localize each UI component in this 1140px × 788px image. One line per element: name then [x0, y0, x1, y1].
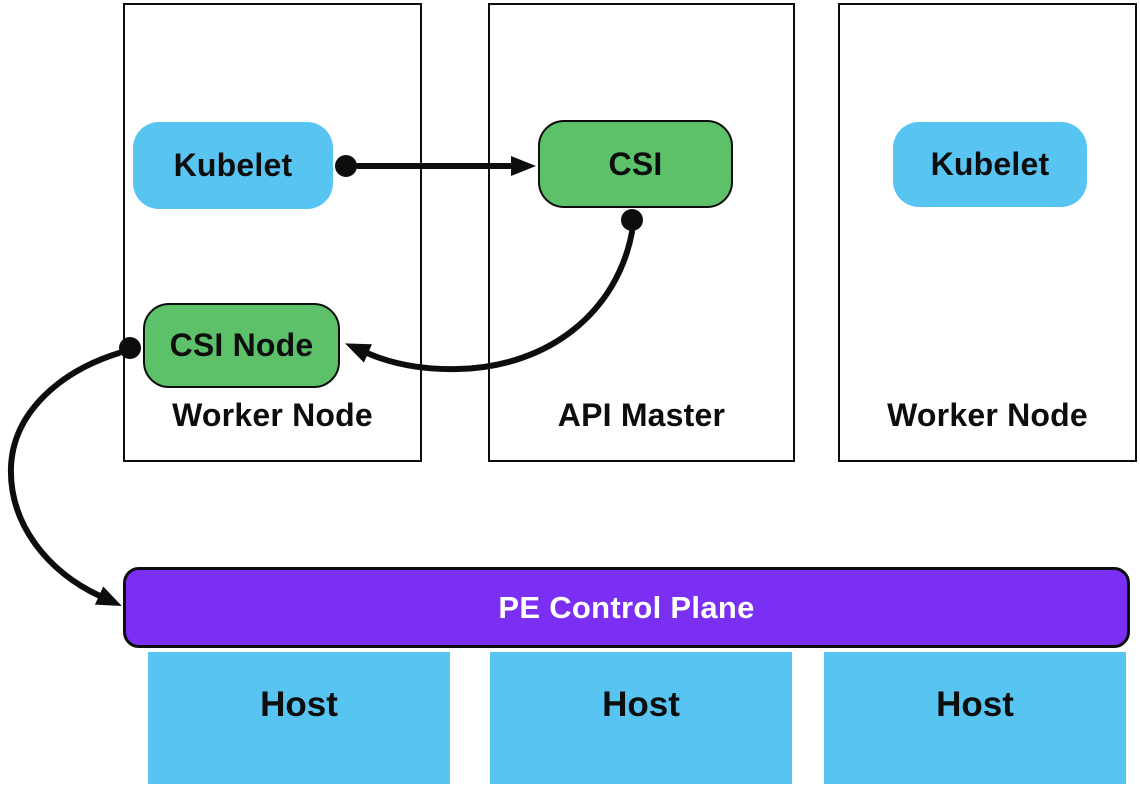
node-pe-control-plane-label: PE Control Plane — [498, 589, 755, 625]
node-kubelet-right-label: Kubelet — [930, 146, 1050, 182]
node-csi: CSI — [538, 120, 733, 208]
container-worker-node-right: Worker Node — [838, 3, 1137, 462]
node-kubelet-left-label: Kubelet — [173, 147, 293, 183]
node-csi-label: CSI — [608, 145, 663, 182]
container-label-api-master: API Master — [557, 397, 726, 433]
container-label-worker-node-left: Worker Node — [172, 397, 373, 433]
node-host-3-label: Host — [936, 685, 1014, 724]
node-kubelet-right: Kubelet — [893, 122, 1087, 207]
node-pe-control-plane: PE Control Plane — [123, 567, 1130, 648]
node-host-3: Host — [824, 652, 1126, 784]
node-csi-node: CSI Node — [143, 303, 340, 388]
node-host-2-label: Host — [602, 685, 680, 724]
container-worker-node-left: Worker Node — [123, 3, 422, 462]
container-api-master: API Master — [488, 3, 795, 462]
container-label-worker-node-right: Worker Node — [887, 397, 1088, 433]
node-kubelet-left: Kubelet — [133, 122, 333, 209]
node-host-2: Host — [490, 652, 792, 784]
node-host-1-label: Host — [260, 685, 338, 724]
node-csi-node-label: CSI Node — [169, 327, 314, 363]
arrow-csi-node-to-pe — [7, 350, 122, 607]
node-host-1: Host — [148, 652, 450, 784]
